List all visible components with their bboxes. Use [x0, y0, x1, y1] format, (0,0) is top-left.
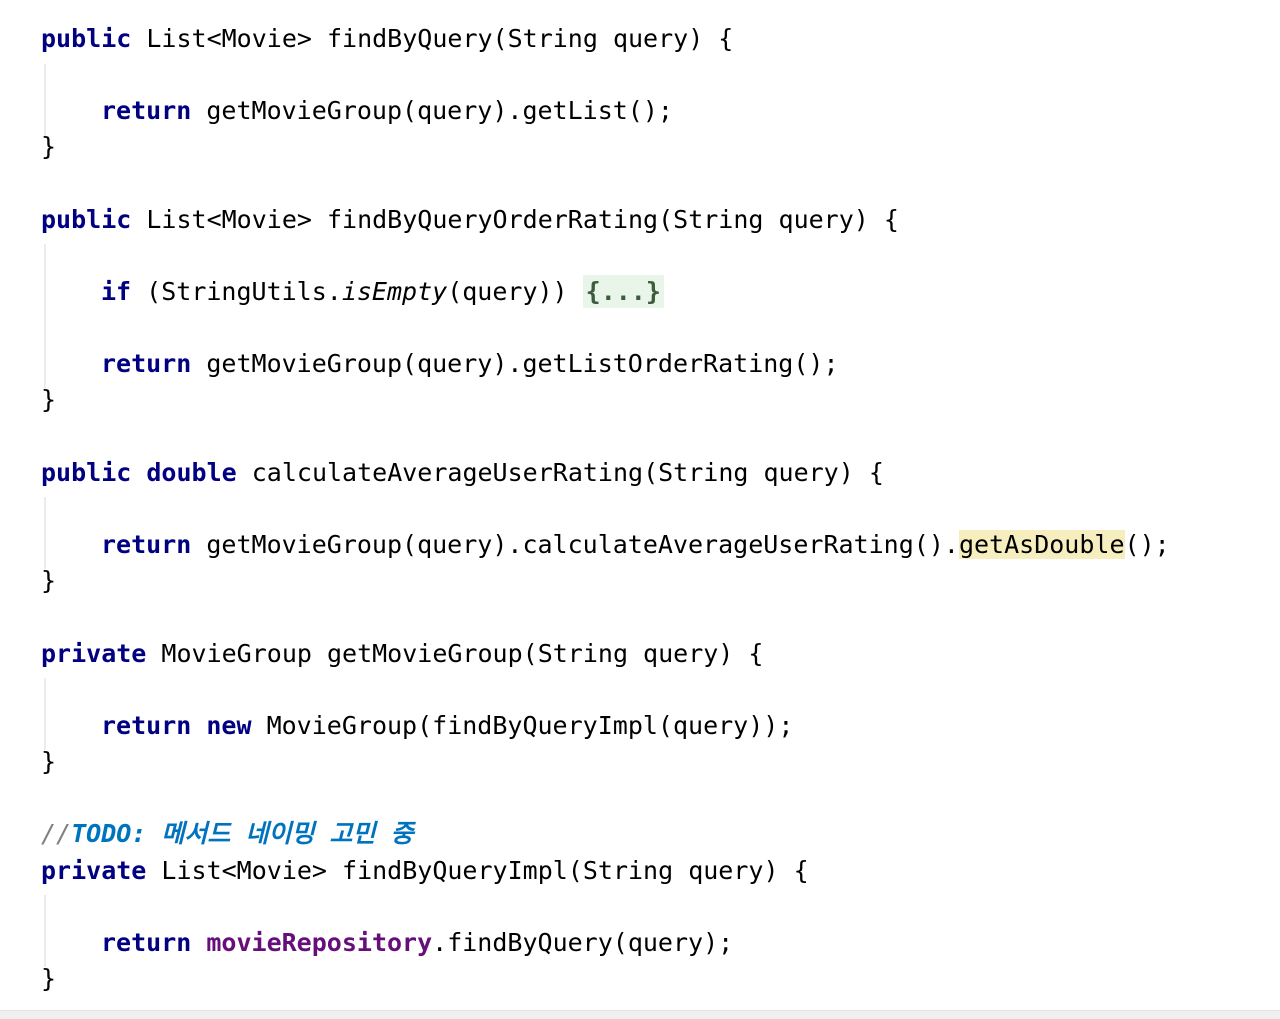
code-line-method4-body[interactable]: return new MovieGroup(findByQueryImpl(qu…	[41, 708, 793, 744]
keyword-public: public	[41, 458, 132, 487]
field-reference: movieRepository	[206, 928, 433, 957]
method-signature: List<Movie> findByQueryImpl(String query…	[146, 856, 809, 885]
statement-text: getMovieGroup(query).getList();	[191, 96, 673, 125]
keyword-if: if	[101, 277, 132, 306]
code-line-method2-signature[interactable]: public List<Movie> findByQueryOrderRatin…	[41, 202, 899, 238]
todo-comment-text: TODO: 메서드 네이밍 고민 중	[71, 819, 414, 848]
indent-guide	[44, 895, 46, 967]
if-condition-head: (StringUtils.	[131, 277, 342, 306]
indent-guide	[44, 497, 46, 569]
code-line-method1-signature[interactable]: public List<Movie> findByQuery(String qu…	[41, 21, 733, 57]
keyword-return: return	[101, 711, 192, 740]
method-signature: calculateAverageUserRating(String query)…	[236, 458, 884, 487]
code-line-method3-signature[interactable]: public double calculateAverageUserRating…	[41, 455, 884, 491]
code-line-todo-comment[interactable]: //TODO: 메서드 네이밍 고민 중	[41, 816, 414, 852]
if-condition-args: (query))	[447, 277, 583, 306]
keyword-private: private	[41, 856, 147, 885]
closing-brace: }	[41, 566, 57, 595]
code-line-method1-close[interactable]: }	[41, 129, 56, 165]
keyword-return: return	[101, 928, 192, 957]
keyword-public: public	[41, 205, 132, 234]
statement-text: MovieGroup(findByQueryImpl(query));	[251, 711, 794, 740]
code-line-method5-body[interactable]: return movieRepository.findByQuery(query…	[41, 925, 733, 961]
code-line-method2-close[interactable]: }	[41, 382, 56, 418]
indent-guide	[44, 244, 46, 389]
code-line-method5-signature[interactable]: private List<Movie> findByQueryImpl(Stri…	[41, 853, 809, 889]
static-method-call: isEmpty	[341, 277, 448, 306]
keyword-double: double	[146, 458, 237, 487]
code-line-method2-if[interactable]: if (StringUtils.isEmpty(query)) {...}	[41, 274, 664, 310]
comment-slashes: //	[41, 819, 72, 848]
code-line-method5-close[interactable]: }	[41, 961, 56, 997]
closing-brace: }	[41, 747, 57, 776]
method-signature: List<Movie> findByQuery(String query) {	[131, 24, 734, 53]
indent-guide	[44, 678, 46, 750]
keyword-return: return	[101, 530, 192, 559]
statement-suffix: ();	[1124, 530, 1170, 559]
highlighted-method-call[interactable]: getAsDouble	[958, 530, 1125, 559]
code-line-method3-body[interactable]: return getMovieGroup(query).calculateAve…	[41, 527, 1170, 563]
keyword-return: return	[101, 96, 192, 125]
method-signature: MovieGroup getMovieGroup(String query) {	[146, 639, 764, 668]
horizontal-scrollbar[interactable]	[0, 1010, 1280, 1019]
code-line-method3-close[interactable]: }	[41, 563, 56, 599]
code-line-method4-signature[interactable]: private MovieGroup getMovieGroup(String …	[41, 636, 763, 672]
method-signature: List<Movie> findByQueryOrderRating(Strin…	[131, 205, 899, 234]
folded-code-block[interactable]: {...}	[582, 275, 664, 308]
statement-text: getMovieGroup(query).getListOrderRating(…	[191, 349, 839, 378]
keyword-return: return	[101, 349, 192, 378]
keyword-private: private	[41, 639, 147, 668]
code-line-method4-close[interactable]: }	[41, 744, 56, 780]
keyword-new: new	[206, 711, 252, 740]
statement-text: .findByQuery(query);	[432, 928, 734, 957]
code-line-method1-body[interactable]: return getMovieGroup(query).getList();	[41, 93, 673, 129]
keyword-public: public	[41, 24, 132, 53]
closing-brace: }	[41, 964, 57, 993]
indent-guide	[44, 64, 46, 136]
statement-text: getMovieGroup(query).calculateAverageUse…	[191, 530, 959, 559]
closing-brace: }	[41, 385, 57, 414]
closing-brace: }	[41, 132, 57, 161]
code-line-method2-body[interactable]: return getMovieGroup(query).getListOrder…	[41, 346, 839, 382]
